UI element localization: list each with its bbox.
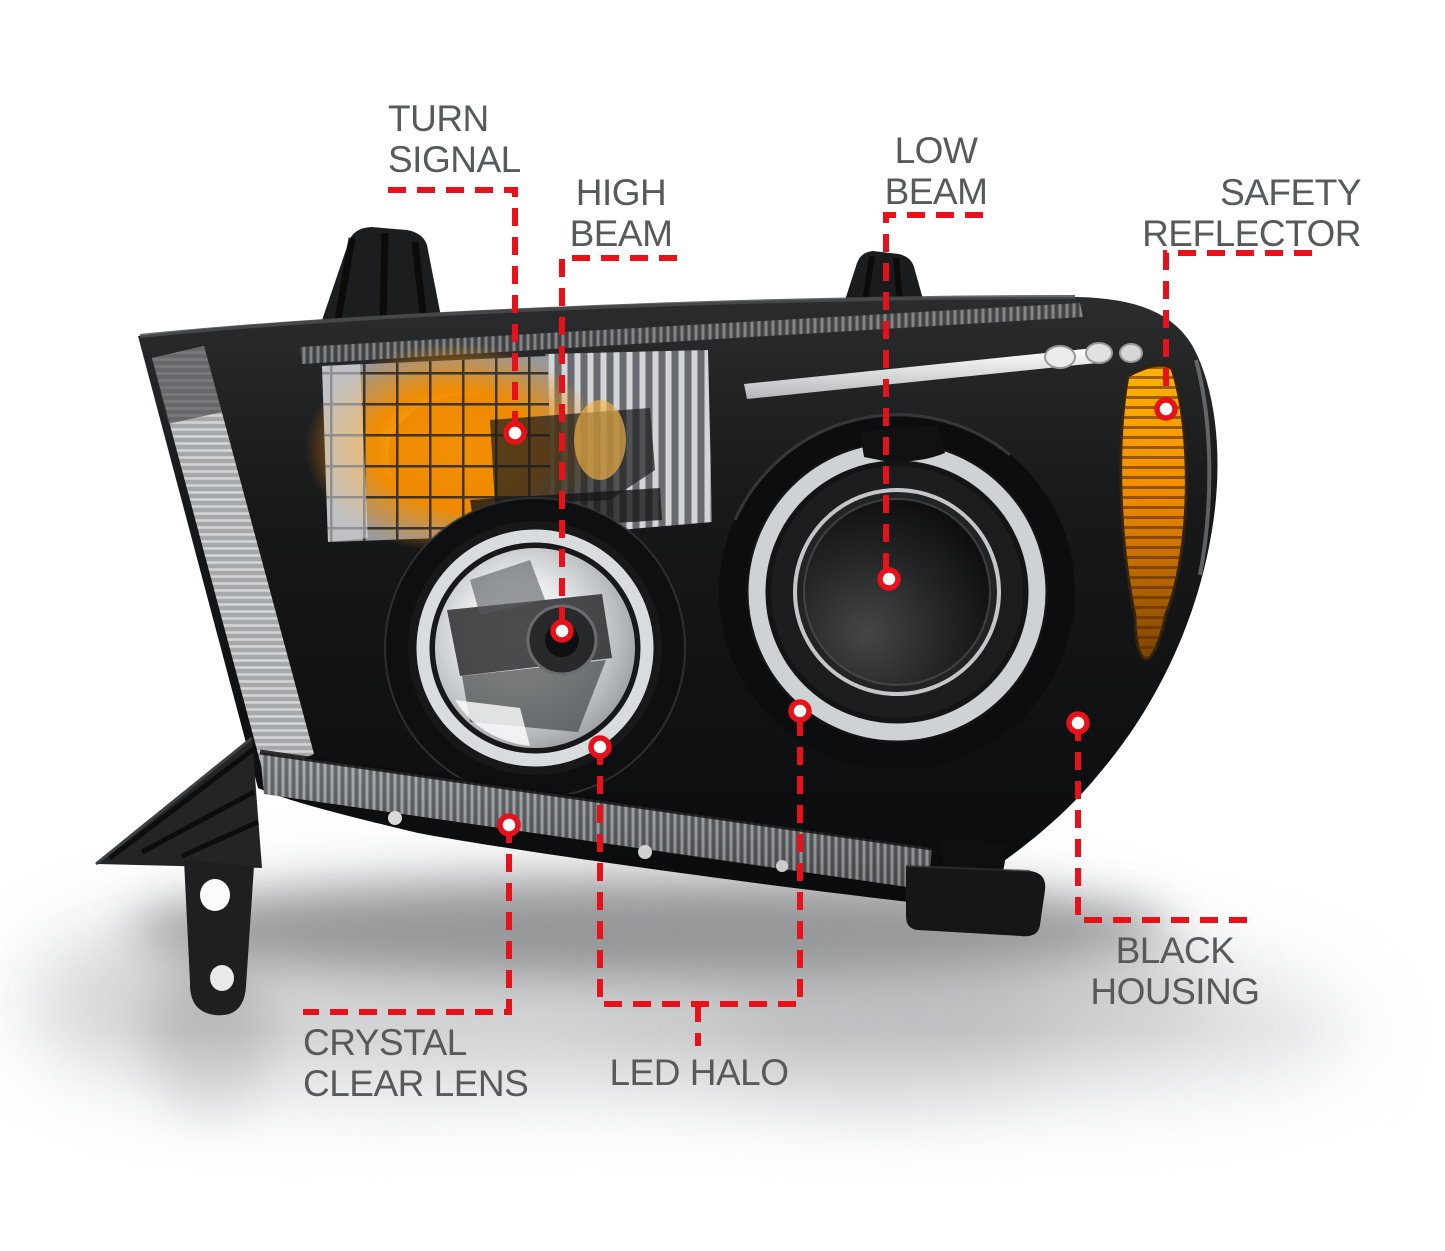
bottom-right-foot [905, 838, 1046, 937]
marker-safety-reflector [1154, 397, 1178, 421]
low-beam-projector [719, 413, 1075, 770]
bottom-lens-strip [259, 749, 933, 890]
marker-high-beam [550, 619, 574, 643]
leader-black-housing [1075, 723, 1258, 923]
label-crystal-clear-lens: CRYSTAL CLEAR LENS [303, 1022, 529, 1105]
marker-led-halo-left [588, 735, 612, 759]
marker-led-halo-right [788, 699, 812, 723]
label-led-halo: LED HALO [609, 1052, 789, 1093]
label-black-housing: BLACK HOUSING [1090, 930, 1260, 1013]
turn-signal-lens [305, 343, 712, 553]
led-accent-strip [744, 342, 1143, 399]
callout-leaders [303, 187, 1312, 1046]
leader-safety-reflector [1163, 250, 1312, 409]
reflection-fade [0, 1030, 1445, 1251]
halo-ring-left [416, 529, 654, 767]
leader-turn-signal [388, 187, 518, 433]
label-low-beam: LOW BEAM [884, 130, 988, 213]
label-safety-reflector: SAFETY REFLECTOR [1142, 172, 1361, 255]
leader-low-beam [883, 212, 983, 579]
marker-black-housing [1066, 711, 1090, 735]
label-high-beam: HIGH BEAM [569, 172, 673, 255]
marker-turn-signal [503, 421, 527, 445]
label-turn-signal: TURN SIGNAL [388, 98, 521, 181]
mounting-bracket [95, 736, 262, 1016]
marker-crystal-clear-lens [497, 813, 521, 837]
amber-side-reflector [1119, 359, 1212, 661]
high-beam-lamp [384, 497, 686, 799]
marker-low-beam [877, 567, 901, 591]
leader-crystal-clear-lens [303, 825, 512, 1015]
leader-high-beam [559, 255, 677, 631]
callout-markers [497, 397, 1178, 837]
